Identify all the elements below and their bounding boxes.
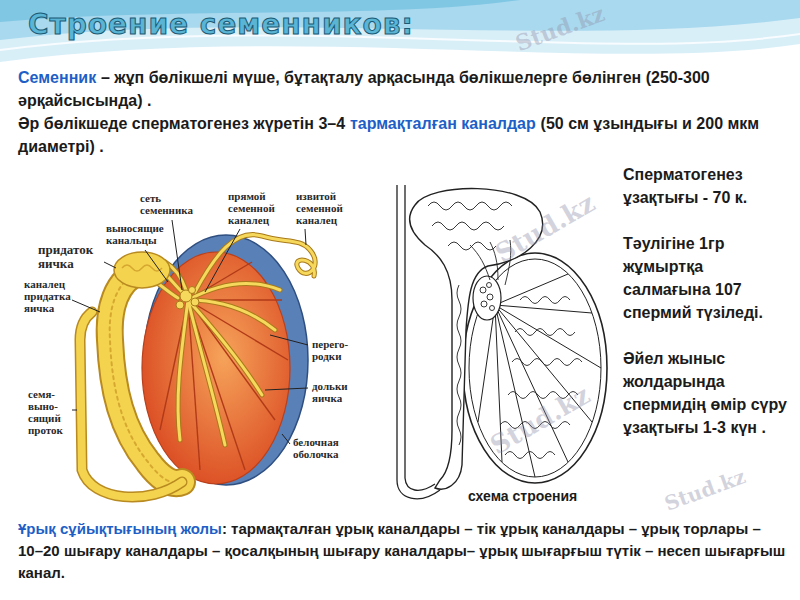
structure-schema [480, 287, 486, 293]
part-label: перего- родки [312, 338, 360, 362]
structure-schema [397, 185, 440, 499]
term-highlight: тармақталған каналдар [350, 115, 536, 132]
structure-schema [480, 283, 495, 311]
structure-schema [515, 329, 575, 336]
structure-schema [405, 185, 435, 490]
illustration-ground [10, 168, 366, 516]
testis-illustration [150, 235, 315, 445]
part-label: извитой семенной каналец [296, 190, 354, 226]
testis-illustration [110, 270, 182, 483]
leader-lines [265, 388, 308, 390]
part-label: выносящие канальцы [106, 222, 170, 246]
part-label: белочная оболочка [293, 436, 355, 460]
structure-schema [490, 306, 495, 311]
part-label: прямой семенной каналец [228, 190, 284, 226]
fluid-path-paragraph: Ұрық сұйықтығының жолы: тармақталған ұры… [18, 518, 788, 584]
leader-lines [72, 410, 77, 411]
testis-illustration [110, 270, 182, 483]
structure-schema [495, 305, 601, 368]
fact-note: Тәулігіне 1гр жұмыртқа салмағына 107 спе… [623, 232, 791, 324]
structure-schema [512, 359, 582, 366]
structure-schema [397, 185, 607, 499]
structure-schema [432, 222, 504, 230]
testis-illustration [176, 301, 184, 309]
leader-lines [104, 262, 116, 268]
testis-illustration [189, 287, 196, 294]
term-highlight: Ұрық сұйықтығының жолы [18, 520, 222, 537]
testis-illustration [188, 300, 225, 445]
testis-illustration [80, 312, 182, 497]
slide-title: Строение семенников: [28, 8, 414, 41]
testis-illustration [114, 252, 170, 288]
fact-note: Сперматогенез ұзақтығы - 70 к. [623, 163, 791, 209]
part-label: дольки яичка [312, 380, 358, 404]
schema-caption: схема строения [466, 488, 579, 504]
testis-illustration [160, 262, 288, 470]
testis-illustration [110, 270, 182, 483]
leader-lines [270, 335, 308, 345]
body-text: – жұп бөлікшелі мүше, бұтақталу арқасынд… [18, 69, 710, 109]
testis-illustration [176, 287, 199, 310]
schema-ground [370, 176, 614, 512]
testis-illustration [80, 312, 182, 497]
lobule-paragraph: Әр бөлікшеде сперматогенез жүретін 3–4 та… [18, 112, 788, 158]
part-label: каналец придатка яичка [24, 278, 78, 314]
structure-schema [487, 294, 493, 300]
structure-schema [428, 202, 512, 210]
header-swoosh [0, 0, 800, 62]
testis-illustration [188, 283, 280, 300]
leader-lines [145, 250, 168, 282]
structure-schema [520, 297, 570, 304]
part-label: сеть семенника [140, 192, 202, 216]
part-label: семя- выно- сящий проток [28, 388, 70, 436]
testis-illustration [80, 270, 182, 497]
structure-schema [448, 242, 496, 250]
testis-illustration [191, 298, 199, 306]
leader-lines [72, 220, 308, 444]
structure-schema [473, 276, 501, 320]
body-text: Әр бөлікшеде сперматогенез жүретін 3–4 [18, 115, 345, 132]
leader-lines [205, 229, 240, 292]
structure-schema [397, 185, 440, 499]
leader-lines [172, 220, 182, 290]
structure-schema [469, 259, 601, 477]
testis-illustration [150, 235, 315, 445]
structure-schema [463, 253, 607, 483]
structure-schema [470, 245, 490, 280]
testis-illustration [178, 300, 188, 440]
structure-schema [457, 285, 461, 445]
structure-schema [481, 301, 487, 307]
testis-illustration [150, 235, 315, 445]
leader-lines [305, 229, 306, 245]
watermark: Stud.kz [661, 464, 749, 515]
testis-illustration [80, 235, 315, 497]
structure-schema [478, 305, 495, 422]
structure-schema [495, 305, 592, 313]
fact-note: Әйел жыныс жолдарында спермидің өмір сүр… [623, 347, 791, 439]
term-highlight: Семенник [18, 69, 96, 86]
part-label: придаток яичка [38, 243, 102, 271]
leader-lines [72, 300, 100, 312]
testis-illustration [188, 283, 280, 300]
header-swoosh [0, 0, 800, 40]
header-swoosh [0, 0, 800, 62]
testis-illustration [178, 300, 188, 440]
testis-illustration [195, 235, 315, 292]
structure-schema [487, 283, 492, 288]
testis-illustration [188, 300, 245, 470]
intro-paragraph: Семенник– жұп бөлікшелі мүше, бұтақталу … [18, 66, 788, 112]
testis-illustration [142, 252, 290, 484]
structure-schema [495, 274, 568, 305]
leader-lines [282, 434, 290, 444]
